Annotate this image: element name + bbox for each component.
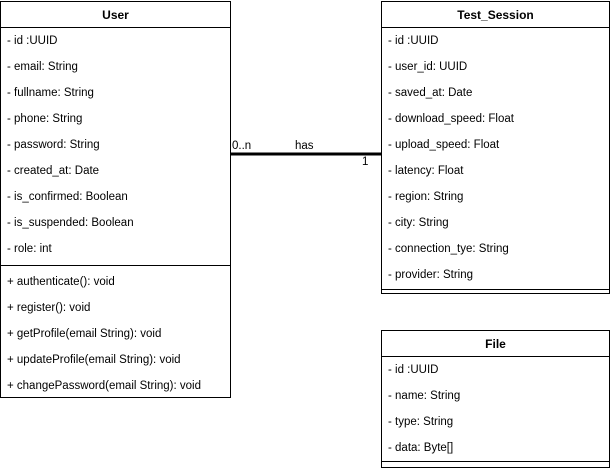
attribute-row: - id :UUID: [388, 364, 439, 376]
class-user[interactable]: User - id :UUID - email: String - fullna…: [0, 1, 231, 398]
class-test-session[interactable]: Test_Session - id :UUID - user_id: UUID …: [381, 1, 610, 294]
class-user-attributes: - id :UUID - email: String - fullname: S…: [1, 28, 230, 265]
association-label: has: [295, 140, 314, 152]
class-user-title: User: [1, 2, 230, 28]
attribute-row: - phone: String: [7, 113, 83, 125]
class-test-session-attributes: - id :UUID - user_id: UUID - saved_at: D…: [382, 28, 609, 288]
class-file-title: File: [382, 331, 609, 357]
method-row: + getProfile(email String): void: [7, 328, 162, 340]
class-file-attributes: - id :UUID - name: String - type: String…: [382, 357, 609, 461]
attribute-row: - is_confirmed: Boolean: [7, 191, 128, 203]
class-user-methods: + authenticate(): void + register(): voi…: [1, 265, 230, 399]
attribute-row: - is_suspended: Boolean: [7, 217, 134, 229]
attribute-row: - password: String: [7, 139, 100, 151]
attribute-row: - fullname: String: [7, 87, 94, 99]
attribute-row: - type: String: [388, 416, 454, 428]
method-row: + updateProfile(email String): void: [7, 354, 181, 366]
class-test-session-empty-methods-divider: [382, 289, 609, 290]
attribute-row: - data: Byte[]: [388, 442, 454, 454]
method-row: + changePassword(email String): void: [7, 380, 201, 392]
attribute-row: - upload_speed: Float: [388, 139, 500, 151]
method-row: + authenticate(): void: [7, 276, 115, 288]
method-row: + register(): void: [7, 302, 91, 314]
attribute-row: - region: String: [388, 191, 464, 203]
source-multiplicity: 0..n: [232, 140, 252, 152]
attribute-row: - id :UUID: [7, 35, 58, 47]
class-test-session-title: Test_Session: [382, 2, 609, 28]
attribute-row: - created_at: Date: [7, 165, 100, 177]
attribute-row: - user_id: UUID: [388, 61, 468, 73]
attribute-row: - provider: String: [388, 269, 474, 281]
attribute-row: - latency: Float: [388, 165, 464, 177]
attribute-row: - city: String: [388, 217, 449, 229]
attribute-row: - name: String: [388, 390, 461, 402]
attribute-row: - role: int: [7, 243, 52, 255]
attribute-row: - email: String: [7, 61, 78, 73]
attribute-row: - id :UUID: [388, 35, 439, 47]
attribute-row: - download_speed: Float: [388, 113, 514, 125]
class-file-empty-methods-divider: [382, 461, 609, 462]
class-file[interactable]: File - id :UUID - name: String - type: S…: [381, 330, 610, 468]
attribute-row: - connection_tye: String: [388, 243, 509, 255]
target-multiplicity: 1: [362, 156, 369, 168]
attribute-row: - saved_at: Date: [388, 87, 473, 99]
